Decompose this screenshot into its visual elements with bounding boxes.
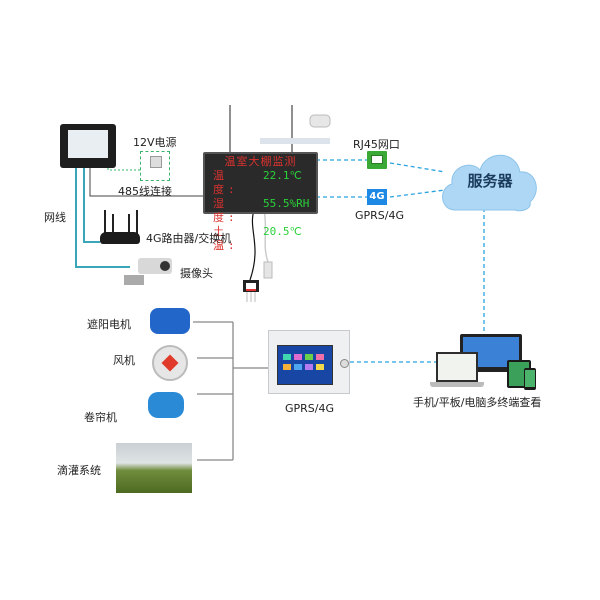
camera-icon	[138, 258, 172, 274]
tablet-icon	[507, 360, 531, 388]
device-label-fan: 风机	[113, 354, 135, 367]
sensor-mount-bar	[260, 138, 330, 144]
router-label: 4G路由器/交换机	[146, 232, 232, 245]
4g-badge: 4G	[367, 189, 387, 205]
camera-label: 摄像头	[180, 267, 213, 280]
controller-screen	[277, 345, 333, 385]
cloud-icon	[442, 154, 537, 212]
power-label: 12V电源	[133, 136, 177, 149]
air-sensor-cable	[263, 209, 269, 263]
4g-to-server-link	[389, 189, 446, 198]
rs485-line	[89, 168, 203, 197]
air-sensor-icon	[263, 261, 273, 279]
gprs-controller-icon	[268, 330, 350, 394]
led-display-panel: 温室大棚监测 温 度:22.1℃ 湿 度:55.5%RH 土 温:20.5℃	[203, 152, 318, 252]
laptop-icon	[436, 352, 478, 382]
gprs-4g-label-bottom: GPRS/4G	[285, 402, 335, 415]
shade-motor-icon	[150, 308, 190, 334]
power-adapter-icon	[140, 151, 170, 181]
rj45-port-icon	[367, 151, 387, 169]
weather-sensor-icon	[309, 114, 331, 128]
display-title: 温室大棚监测	[224, 155, 297, 168]
rj45-label: RJ45网口	[353, 138, 400, 151]
soil-probe-icon	[243, 280, 259, 292]
router-antenna	[104, 210, 106, 234]
drip-irrigation-image	[116, 443, 192, 493]
display-row-temperature: 温 度:22.1℃	[213, 169, 302, 196]
roller-motor-icon	[148, 392, 184, 418]
device-label-roller: 卷帘机	[84, 411, 117, 424]
rj45-to-server-link	[389, 162, 446, 173]
display-row-soil-temp: 土 温:20.5℃	[213, 225, 302, 252]
device-bus-lines	[193, 321, 268, 461]
router-cable	[83, 168, 100, 243]
device-label-shade-motor: 遮阳电机	[87, 318, 131, 331]
fan-icon	[152, 345, 188, 381]
lock-icon	[340, 359, 349, 368]
network-cable-label: 网线	[44, 211, 66, 224]
router-icon	[100, 232, 140, 244]
terminals-label: 手机/平板/电脑多终端查看	[413, 396, 542, 409]
rs485-label: 485线连接	[118, 185, 172, 198]
data-collector-icon	[60, 124, 116, 168]
device-label-irrigation: 滴灌系统	[57, 464, 101, 477]
phone-icon	[524, 368, 536, 390]
gprs-4g-label-top: GPRS/4G	[355, 209, 405, 222]
display-row-humidity: 湿 度:55.5%RH	[213, 197, 310, 224]
soil-probe-cable	[249, 209, 256, 281]
server-label: 服务器	[467, 172, 513, 190]
camera-cable	[75, 168, 130, 268]
